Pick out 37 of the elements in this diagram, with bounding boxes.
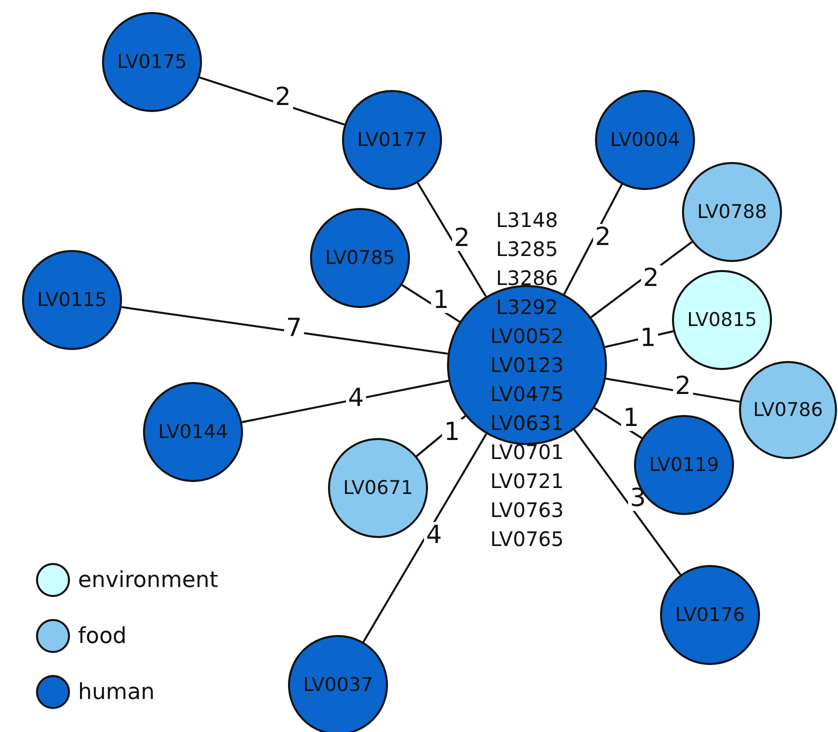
node-label: LV0144 [158, 421, 228, 443]
node-circle [22, 250, 122, 350]
node-label: LV0785 [325, 247, 395, 269]
legend-label: food [78, 624, 127, 648]
legend-label: human [78, 680, 155, 704]
node-label: LV0671 [343, 477, 413, 499]
node-circle [328, 438, 428, 538]
node-circle [102, 12, 202, 112]
node-label: LV0815 [687, 309, 757, 331]
connector-line [121, 306, 448, 355]
connector-line [416, 182, 487, 297]
node-circle [672, 270, 772, 370]
connector-line [573, 428, 682, 576]
node-label: LV0037 [303, 674, 373, 696]
legend-label: environment [78, 568, 218, 592]
edge-label: 1 [431, 287, 451, 313]
node-circle [310, 208, 410, 308]
node-label: LV0115 [37, 289, 107, 311]
node-label: L3148 L3285 L3286 L3292 LV0052 LV0123 LV0475 LV0631 LV0701 LV0721 LV0763 LV0765 [490, 207, 564, 553]
edge-label: 2 [273, 84, 293, 110]
node-label: LV0004 [610, 129, 680, 151]
node-label: LV0175 [117, 51, 187, 73]
node-circle [595, 90, 695, 190]
node-circle [342, 90, 442, 190]
node-label: LV0788 [697, 201, 767, 223]
node-label: LV0176 [675, 604, 745, 626]
connector-line [563, 184, 623, 295]
node-label: LV0177 [357, 129, 427, 151]
node-circle [143, 382, 243, 482]
node-label: LV0119 [649, 454, 719, 476]
node-circle [660, 565, 760, 665]
connector-line [242, 380, 449, 424]
connector-line [594, 407, 642, 439]
node-label: LV0786 [753, 399, 823, 421]
node-circle [739, 361, 837, 459]
node-circle [682, 162, 782, 262]
connector-line [362, 433, 488, 642]
